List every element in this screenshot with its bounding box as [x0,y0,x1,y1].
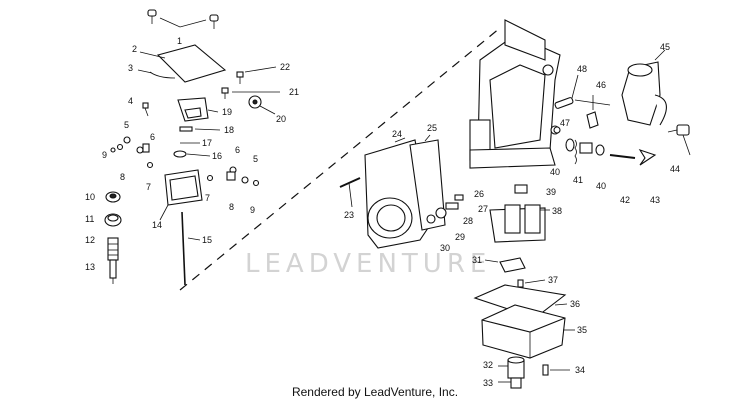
callout-28: 28 [463,216,473,226]
callout-31: 31 [472,255,482,265]
callout-10: 10 [85,192,95,202]
part-cover-plate [137,44,227,83]
callout-35: 35 [577,325,587,335]
callout-6: 6 [150,132,155,142]
part-right-small-hardware [206,166,260,187]
callout-11: 11 [85,214,94,224]
callout-8: 8 [120,172,125,182]
part-needle-rod [181,211,201,286]
callout-1: 1 [177,36,182,46]
callout-45: 45 [660,42,670,52]
callout-9: 9 [102,150,107,160]
callout-6-right: 6 [235,145,240,155]
part-jet-assembly [107,237,119,284]
part-fitting-46 [586,95,599,129]
callout-7: 7 [146,182,151,192]
callout-44: 44 [670,164,680,174]
callout-27: 27 [478,204,488,214]
callout-12: 12 [85,235,95,245]
callout-42: 42 [620,195,630,205]
part-fitting-hardware [426,184,528,224]
group-separator-line [179,27,501,291]
part-pin-48 [554,74,611,109]
callout-9-right: 9 [250,205,255,215]
part-float-block [159,169,203,221]
part-screw-23 [339,177,361,208]
part-float-38 [489,204,550,243]
callout-33: 33 [483,378,493,388]
part-throttle-cap [621,49,667,126]
part-left-small-hardware [110,136,154,169]
callout-labels: 1 2 3 4 5 6 7 8 9 10 11 12 13 14 15 16 1… [85,36,680,388]
callout-16: 16 [212,151,222,161]
callout-32: 32 [483,360,493,370]
callout-25: 25 [427,123,437,133]
callout-43: 43 [650,195,660,205]
callout-20: 20 [276,114,286,124]
callout-4: 4 [128,96,133,106]
callout-8-right: 8 [229,202,234,212]
callout-30: 30 [440,243,450,253]
callout-38: 38 [552,206,562,216]
part-small-screws [221,66,280,99]
callout-18: 18 [224,125,234,135]
callout-29: 29 [455,232,465,242]
callout-36: 36 [570,299,580,309]
part-float-bowl [481,304,575,359]
part-screw-44 [667,124,691,156]
callout-40: 40 [550,167,560,177]
part-washer-11 [104,213,122,227]
callout-13: 13 [85,262,95,272]
callout-5: 5 [124,120,129,130]
callout-22: 22 [280,62,290,72]
part-adapter-gasket [409,134,446,231]
part-idle-screw-assembly [565,138,657,166]
part-screw-34 [542,364,570,376]
callout-37: 37 [548,275,558,285]
part-drain-plug [498,356,525,389]
callout-40-right: 40 [596,181,606,191]
part-screw-4 [142,102,149,117]
part-screw-37 [517,279,546,288]
callout-19: 19 [222,107,232,117]
callout-48: 48 [577,64,587,74]
part-washer-nut [248,95,276,115]
part-bracket [177,97,219,122]
part-carburetor-body [469,19,561,169]
callout-23: 23 [344,210,354,220]
part-float-pivot [484,257,526,273]
callout-41: 41 [573,175,583,185]
part-screw-47 [553,126,561,134]
callout-47: 47 [560,118,570,128]
callout-7-right: 7 [205,193,210,203]
footer-credit: Rendered by LeadVenture, Inc. [291,385,459,399]
callout-15: 15 [202,235,212,245]
callout-26: 26 [474,189,484,199]
part-top-screws [147,9,219,29]
watermark-text: LEADVENTURE [245,249,491,279]
part-clip-and-rings [173,126,221,158]
callout-14: 14 [152,220,162,230]
callout-24: 24 [392,129,402,139]
callout-17: 17 [202,138,212,148]
callout-5-right: 5 [253,154,258,164]
callout-3: 3 [128,63,133,73]
callout-2: 2 [132,44,137,54]
callout-39: 39 [546,187,556,197]
callout-21: 21 [289,87,299,97]
part-nut-10 [105,191,121,203]
callout-46: 46 [596,80,606,90]
callout-34: 34 [575,365,585,375]
